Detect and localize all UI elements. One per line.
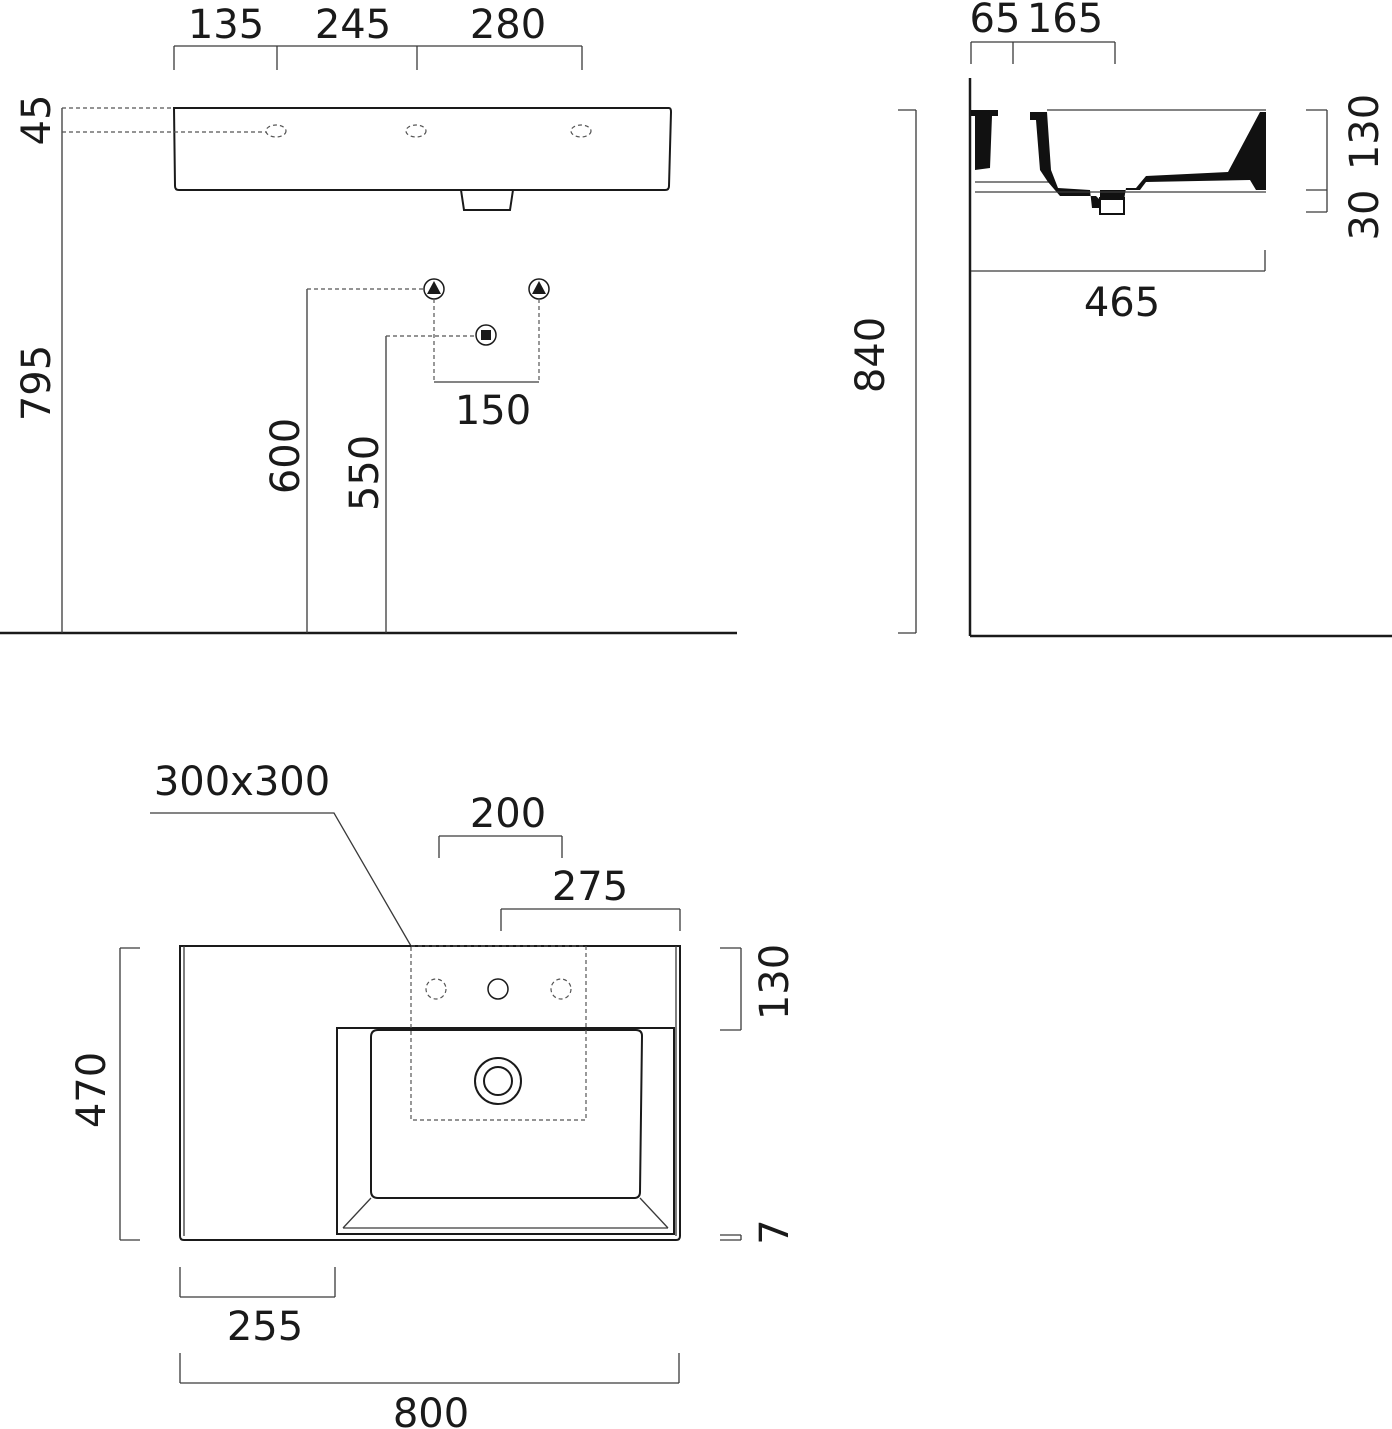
dim-150: 150 (455, 388, 531, 434)
top-tap-hole-center (487, 978, 509, 1000)
top-drain-inner (483, 1066, 513, 1096)
dim-65: 65 (970, 0, 1021, 42)
dim-165: 165 (1027, 0, 1103, 42)
top-bowl-inner (370, 1029, 644, 1199)
top-bowl-outer (336, 1027, 675, 1235)
front-view: 135 245 280 45 795 600 550 (0, 2, 737, 635)
dim-280: 280 (470, 2, 546, 48)
front-waste-dimension-lines (385, 335, 477, 633)
side-basin-section (971, 109, 1266, 215)
dim-255: 255 (227, 1304, 303, 1350)
front-drain-outlet (460, 189, 514, 211)
front-tap-hole-right (570, 124, 592, 138)
dim-130-top: 130 (752, 944, 798, 1020)
front-supply-spacing-lines (433, 299, 540, 383)
top-basin-outline (179, 945, 681, 1241)
dim-600: 600 (263, 418, 309, 494)
front-supply-dimension-lines (306, 288, 424, 633)
water-supply-left-icon (423, 278, 445, 300)
waste-outlet-icon (475, 324, 497, 346)
dim-840: 840 (848, 317, 894, 393)
dim-7: 7 (752, 1219, 798, 1244)
top-right-dimension-lines (720, 947, 742, 1241)
top-tap-hole-right (550, 978, 572, 1000)
water-supply-right-icon (528, 278, 550, 300)
top-width-dimension-lines (179, 1353, 680, 1384)
dim-470: 470 (69, 1052, 115, 1128)
side-depth-dimension-lines (971, 250, 1266, 272)
dim-130-side: 130 (1342, 94, 1388, 170)
dim-30: 30 (1342, 190, 1388, 241)
top-tap-hole-left (425, 978, 447, 1000)
front-tap-hole-center (405, 124, 427, 138)
side-height-dimension-lines (898, 109, 917, 634)
dim-550: 550 (342, 435, 388, 511)
front-top-dimension-lines (173, 45, 583, 70)
dim-275: 275 (552, 864, 628, 910)
dim-45: 45 (14, 95, 60, 146)
top-cutout-area (410, 945, 587, 1121)
top-drain-outer (474, 1057, 522, 1105)
side-right-dimension-lines (1306, 109, 1328, 213)
dim-795: 795 (14, 345, 60, 421)
dim-200: 200 (470, 791, 546, 837)
dim-245: 245 (315, 2, 391, 48)
front-tap-hole-left (265, 124, 287, 138)
side-view: 65 165 130 30 465 (848, 0, 1392, 638)
side-top-dimension-lines (970, 41, 1116, 64)
top-shelf-dimension-lines (179, 1267, 336, 1298)
top-depth-dimension-lines (119, 947, 140, 1241)
front-basin-outline (172, 107, 673, 191)
front-height-dimension-lines (61, 107, 266, 633)
top-tap-dimension-lines (438, 835, 681, 931)
dim-800: 800 (393, 1391, 469, 1429)
top-view: 300x300 200 275 (69, 759, 798, 1429)
dim-465: 465 (1084, 280, 1160, 326)
top-cutout-leader (150, 812, 412, 947)
dim-300x300: 300x300 (154, 759, 330, 805)
dim-135: 135 (188, 2, 264, 48)
